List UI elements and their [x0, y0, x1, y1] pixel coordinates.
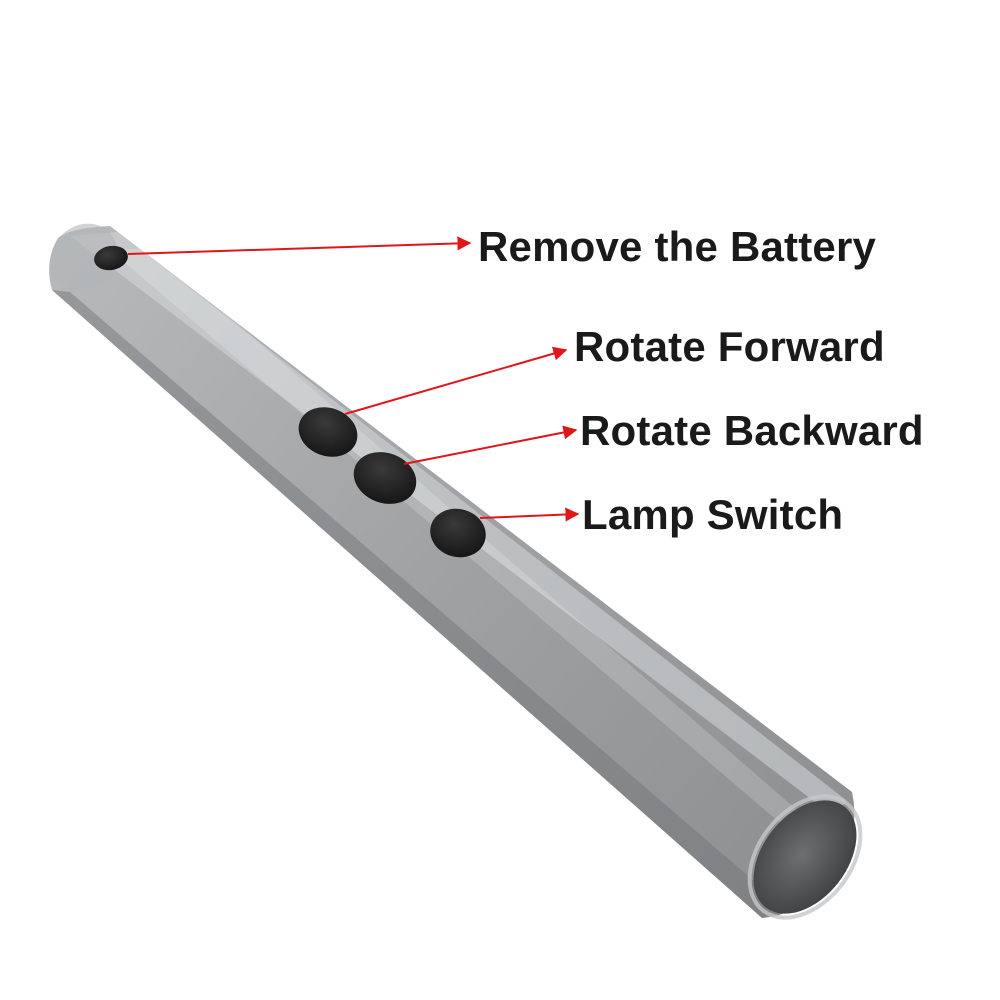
- rotate-forward-button[interactable]: [292, 399, 365, 465]
- label-remove-battery: Remove the Battery: [478, 223, 877, 270]
- battery-button[interactable]: [92, 243, 130, 273]
- pen-shaft: [49, 226, 855, 918]
- lamp-switch-button[interactable]: [425, 503, 492, 564]
- arrow-lamp-switch: [479, 507, 580, 522]
- pen-end-cap: [753, 800, 857, 914]
- label-lamp-switch: Lamp Switch: [582, 491, 844, 538]
- label-rotate-backward: Rotate Backward: [580, 407, 924, 454]
- pen-body: [49, 223, 863, 920]
- arrow-remove-battery: [127, 236, 472, 255]
- pen-shadow-band: [52, 290, 790, 918]
- pen-end-rim: [747, 794, 863, 920]
- arrow-rotate-forward: [344, 346, 568, 415]
- arrow-rotate-backward: [403, 425, 578, 465]
- pen-top-end: [50, 223, 118, 293]
- label-rotate-forward: Rotate Forward: [574, 323, 885, 370]
- rotate-backward-button[interactable]: [346, 444, 423, 513]
